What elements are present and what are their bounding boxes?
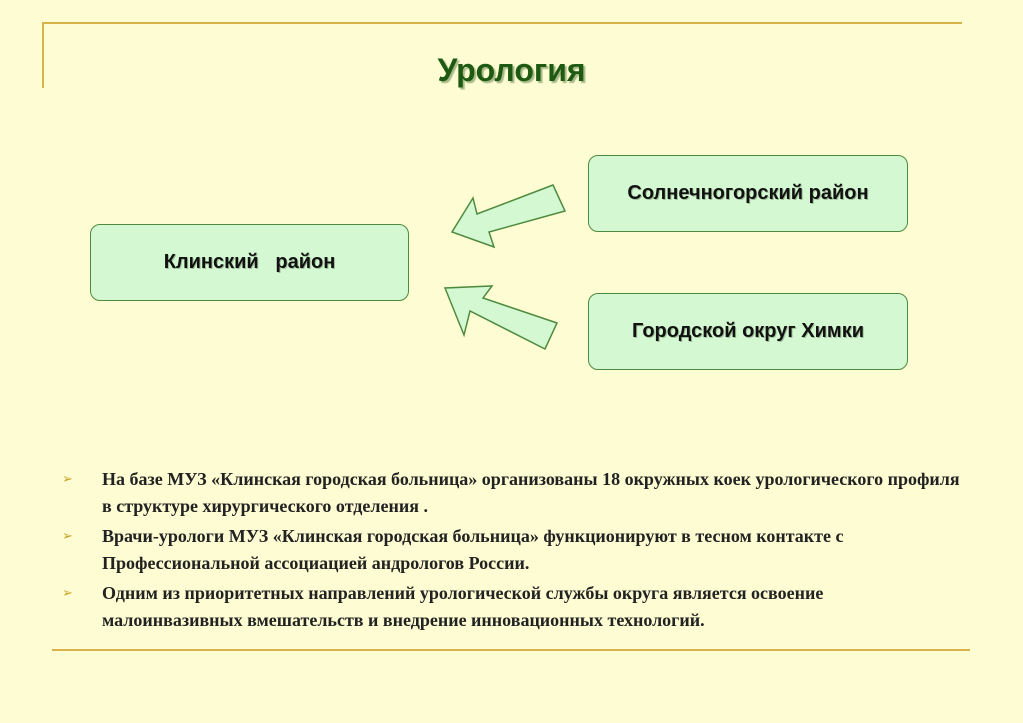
- frame-top-line: [42, 22, 962, 24]
- klin-district-box: Клинский район: [90, 224, 409, 301]
- bullet-item: ➢ Врачи-урологи МУЗ «Клинская городская …: [62, 523, 962, 577]
- frame-left-line: [42, 22, 44, 88]
- solnechnogorsk-district-box: Солнечногорский район: [588, 155, 908, 232]
- bullet-arrow-icon: ➢: [62, 472, 73, 487]
- bullet-text: На базе МУЗ «Клинская городская больница…: [102, 469, 960, 516]
- bullet-arrow-icon: ➢: [62, 529, 73, 544]
- frame-bottom-line: [52, 649, 970, 651]
- arrow-from-solnechnogorsk: [450, 184, 567, 249]
- bullet-item: ➢ На базе МУЗ «Клинская городская больни…: [62, 466, 962, 520]
- bullet-list: ➢ На базе МУЗ «Клинская городская больни…: [62, 466, 962, 637]
- bullet-arrow-icon: ➢: [62, 586, 73, 601]
- bullet-text: Врачи-урологи МУЗ «Клинская городская бо…: [102, 526, 844, 573]
- khimki-district-box: Городской округ Химки: [588, 293, 908, 370]
- bullet-text: Одним из приоритетных направлений уролог…: [102, 583, 824, 630]
- slide-title: Урология: [437, 52, 586, 88]
- arrow-from-khimki: [443, 285, 559, 351]
- bullet-item: ➢ Одним из приоритетных направлений урол…: [62, 580, 962, 634]
